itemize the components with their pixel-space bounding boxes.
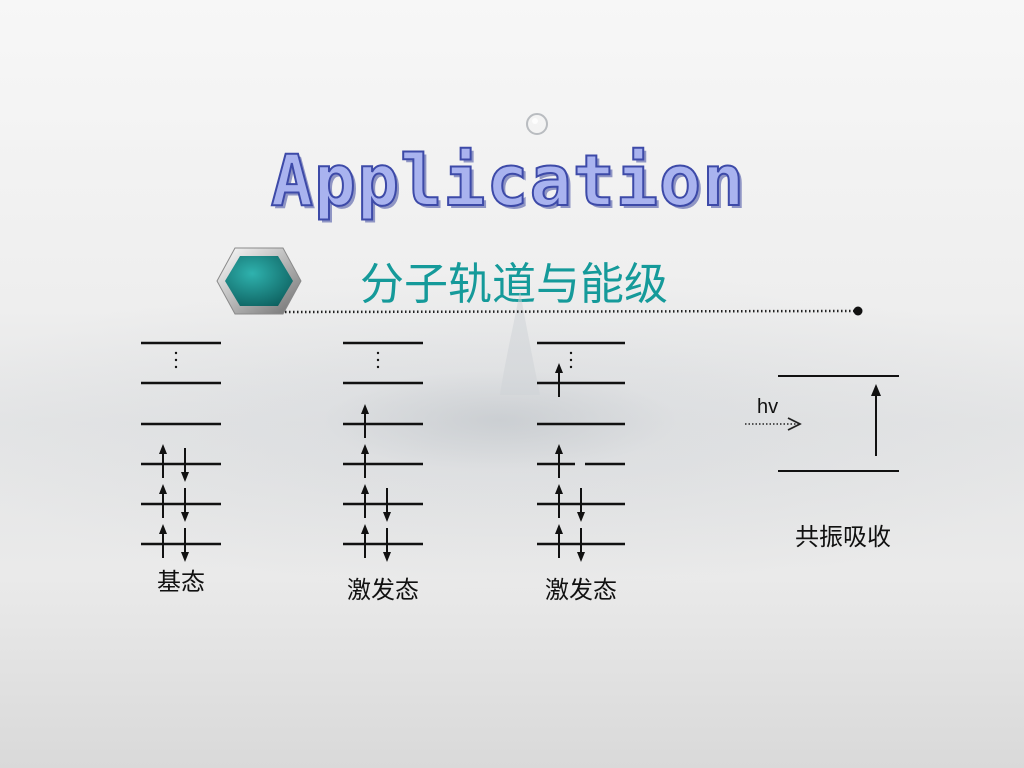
ellipsis-dot-2-3 xyxy=(376,365,380,369)
electron-up-2-3-1-head xyxy=(361,404,369,414)
electron-up-3-2-1 xyxy=(555,363,563,397)
electron-up-1-5-1 xyxy=(159,484,167,518)
orbital-diagram-3: 激发态 xyxy=(537,341,625,604)
water-drop-highlight xyxy=(532,118,538,124)
electron-down-1-4-2-head xyxy=(181,472,189,482)
ellipsis-dot-2-1 xyxy=(376,351,380,355)
electron-down-2-5-2-head xyxy=(383,512,391,522)
water-drop xyxy=(526,113,548,135)
electron-down-1-6-2 xyxy=(181,528,189,562)
electron-down-1-5-2 xyxy=(181,488,189,522)
electron-down-1-5-2-head xyxy=(181,512,189,522)
electron-up-3-5-1 xyxy=(555,484,563,518)
electron-up-2-6-1 xyxy=(361,524,369,558)
electron-down-1-4-2 xyxy=(181,448,189,482)
ellipsis-dot-1-3 xyxy=(174,365,178,369)
hexagon-icon xyxy=(216,247,302,315)
dotted-divider xyxy=(284,309,856,314)
electron-up-2-6-1-head xyxy=(361,524,369,534)
photon-label: hv xyxy=(757,396,778,418)
electron-up-1-4-1 xyxy=(159,444,167,478)
electron-down-2-6-2-head xyxy=(383,552,391,562)
electron-down-2-5-2 xyxy=(383,488,391,522)
ellipsis-dot-1-1 xyxy=(174,351,178,355)
electron-up-2-5-1-head xyxy=(361,484,369,494)
electron-up-2-3-1 xyxy=(361,404,369,438)
orbital-diagram-2: 激发态 xyxy=(343,341,423,604)
diagram-caption-2: 激发态 xyxy=(347,576,419,604)
resonance-caption: 共振吸收 xyxy=(795,523,891,551)
ellipsis-dot-1-2 xyxy=(174,358,178,362)
diagram-caption-1: 基态 xyxy=(157,568,205,596)
electron-up-3-4-1 xyxy=(555,444,563,478)
electron-up-2-5-1 xyxy=(361,484,369,518)
electron-up-1-5-1-head xyxy=(159,484,167,494)
slide-subtitle: 分子轨道与能级 xyxy=(360,259,668,310)
slide-title: Application xyxy=(270,139,746,223)
resonance-transition-head xyxy=(871,384,881,396)
electron-up-1-6-1 xyxy=(159,524,167,558)
electron-up-3-6-1 xyxy=(555,524,563,558)
electron-up-3-2-1-head xyxy=(555,363,563,373)
ellipsis-dot-2-2 xyxy=(376,358,380,362)
electron-down-3-6-2-head xyxy=(577,552,585,562)
electron-down-2-6-2 xyxy=(383,528,391,562)
divider-end-dot xyxy=(853,306,863,316)
electron-down-1-6-2-head xyxy=(181,552,189,562)
electron-up-1-4-1-head xyxy=(159,444,167,454)
ellipsis-dot-3-1 xyxy=(569,351,573,355)
electron-up-2-4-1-head xyxy=(361,444,369,454)
electron-down-3-5-2 xyxy=(577,488,585,522)
electron-up-1-6-1-head xyxy=(159,524,167,534)
electron-up-2-4-1 xyxy=(361,444,369,478)
electron-down-3-5-2-head xyxy=(577,512,585,522)
orbital-diagram-1: 基态 xyxy=(141,341,221,596)
water-splash xyxy=(500,290,540,395)
electron-up-3-4-1-head xyxy=(555,444,563,454)
resonance-absorption: hv 共振吸收 xyxy=(745,375,899,551)
electron-up-3-6-1-head xyxy=(555,524,563,534)
electron-down-3-6-2 xyxy=(577,528,585,562)
diagram-caption-3: 激发态 xyxy=(545,576,617,604)
ellipsis-dot-3-2 xyxy=(569,358,573,362)
ellipsis-dot-3-3 xyxy=(569,365,573,369)
electron-up-3-5-1-head xyxy=(555,484,563,494)
